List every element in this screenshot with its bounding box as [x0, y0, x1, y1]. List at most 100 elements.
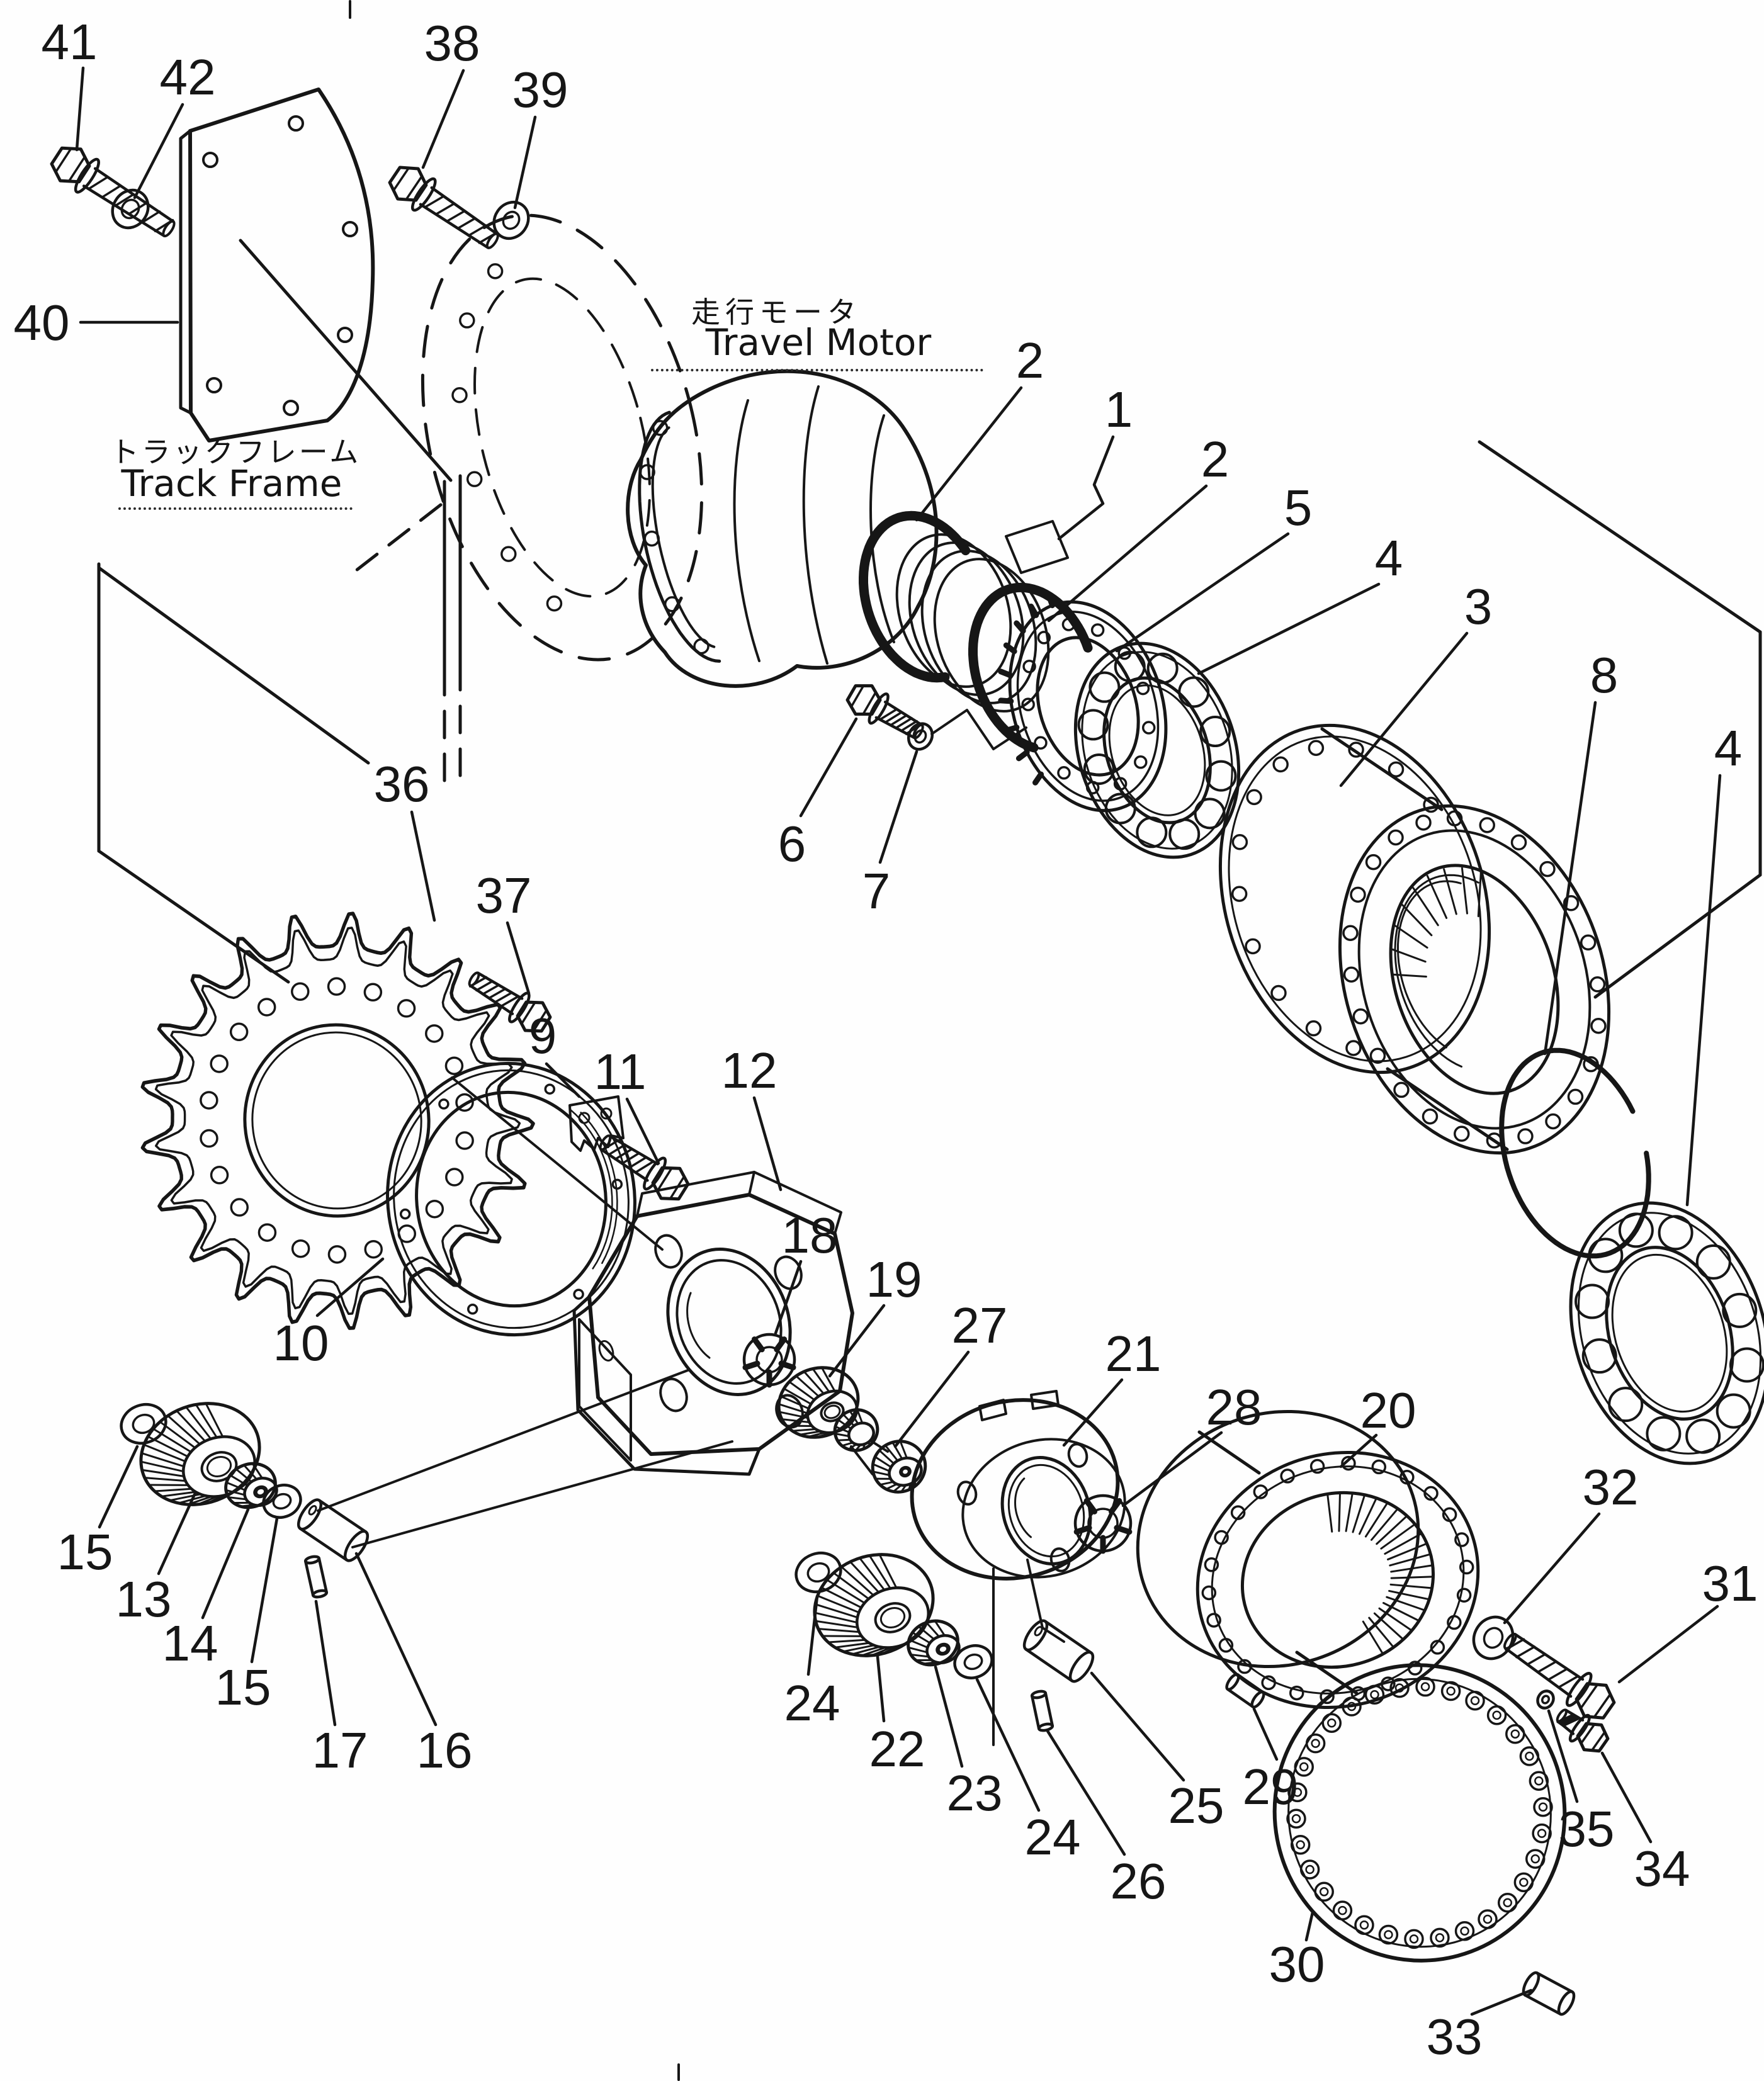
cover-plate-40-hole	[337, 327, 353, 343]
washer-7	[913, 729, 927, 744]
leader-line-36	[410, 810, 436, 922]
leader-line-26	[1046, 1729, 1126, 1856]
o-ring-35	[1541, 1695, 1551, 1705]
carrier-12-side-hole	[598, 1340, 614, 1362]
part-number-35-42: 35	[1559, 1801, 1615, 1857]
bearing-4-second-outer2	[1577, 1212, 1762, 1455]
leader-line-31	[1617, 1604, 1719, 1684]
hub-3-front-holes	[1580, 934, 1597, 951]
hub-3-back-holes	[1308, 740, 1325, 756]
travel-motor-contour	[869, 414, 895, 643]
carrier-21-notch	[978, 1399, 1007, 1421]
bearing-4-first-balls	[1205, 760, 1237, 792]
part-number-34-43: 34	[1634, 1841, 1690, 1897]
cover-plate-40-hole	[206, 377, 222, 393]
hub-3-front-holes	[1342, 925, 1359, 942]
part-number-36-15: 36	[374, 756, 430, 812]
bolt-41	[50, 146, 176, 238]
cover-30-rivets	[1296, 1840, 1305, 1849]
needle-bearing-23	[925, 1634, 961, 1664]
hub-3-spline-hatch	[1401, 904, 1433, 937]
part-number-15-27: 15	[57, 1524, 113, 1580]
leader-line-17	[314, 1599, 337, 1727]
leader-line-5	[1115, 532, 1290, 653]
track-frame-label-en: Track Frame	[121, 462, 342, 505]
cover-30-rivets	[1446, 1686, 1456, 1696]
leader-line-34	[1600, 1751, 1653, 1844]
cover-30-rivets	[1370, 1689, 1379, 1700]
pin-17	[303, 1555, 329, 1599]
leader-line-39	[513, 115, 537, 210]
hub-3-spline-hatch	[1412, 887, 1439, 927]
part-number-2-7: 2	[1201, 431, 1230, 487]
ring-gear-20-holes	[1407, 1661, 1423, 1676]
cover-30-rivets	[1404, 1929, 1424, 1949]
cover-plate-40-hole	[283, 400, 299, 416]
ring-gear-5-holes	[1057, 766, 1071, 780]
hub-3-front-holes	[1454, 1125, 1470, 1142]
cover-30-rivets	[1291, 1814, 1301, 1824]
track-frame-corner-dash	[354, 503, 443, 572]
carrier-12-bore2	[676, 1259, 783, 1385]
leader-line-33	[1470, 1988, 1533, 2016]
cover-30-rivets	[1305, 1864, 1315, 1875]
ring-gear-20-holes	[1261, 1675, 1276, 1691]
bolt-37	[468, 971, 552, 1033]
frame-bracket-right-diagonal-2	[1593, 873, 1762, 999]
motor-opening-holes	[451, 387, 468, 403]
part-number-27-23: 27	[952, 1297, 1008, 1353]
hub-3-front-holes	[1365, 854, 1382, 871]
part-number-18-21: 18	[782, 1207, 838, 1263]
sprocket-36-bolt-holes	[444, 1056, 464, 1075]
part-number-10-20: 10	[273, 1315, 329, 1371]
ring-gear-20-holes	[1320, 1689, 1335, 1705]
travel-motor-flange-holes	[643, 530, 660, 547]
sprocket-36-bolt-holes	[257, 998, 276, 1017]
ring-gear-20-teeth	[1389, 1583, 1432, 1589]
cover-plate-40-edge	[179, 129, 193, 415]
ring-gear-20-teeth	[1371, 1508, 1398, 1541]
bearing-4-first-balls	[1146, 652, 1179, 684]
shaft-27-gear	[888, 1457, 923, 1487]
washer-32	[1472, 1615, 1515, 1661]
ring-10-inner-arc	[570, 1108, 613, 1270]
travel-motor-flange	[638, 410, 721, 663]
pin-assembly-leader	[317, 1368, 691, 1512]
hub-3-back-holes	[1270, 984, 1287, 1001]
sprocket-36-bolt-holes	[327, 1245, 347, 1264]
track-frame-edge	[239, 239, 453, 482]
sprocket-36-bore2	[251, 1031, 422, 1210]
lock-washer-18	[774, 1336, 788, 1353]
cover-30-rivets	[1530, 1854, 1540, 1864]
ring-gear-5-pegs	[998, 668, 1014, 679]
cover-30-rivets	[1440, 1681, 1461, 1701]
travel-motor-flange-holes	[664, 596, 681, 612]
hub-3-back-holes	[1423, 796, 1439, 813]
ring-gear-5-pegs	[1015, 749, 1030, 762]
travel-motor-flange-holes	[693, 638, 710, 655]
cover-30-rivets	[1529, 1771, 1549, 1791]
travel-motor-label-ja: 走行モータ	[691, 295, 861, 329]
frame-bracket-left-diagonal-1	[97, 566, 370, 765]
cover-30-rivets	[1533, 1796, 1553, 1817]
part-number-23-35: 23	[947, 1765, 1003, 1821]
ring-gear-5-pegs	[1003, 642, 1017, 655]
part-number-38-2: 38	[424, 15, 480, 71]
travel-motor-flange-inner	[651, 426, 716, 648]
bearing-4-first-outer2	[1081, 651, 1233, 850]
leader-line-24	[975, 1678, 1041, 1812]
part-number-26-37: 26	[1111, 1853, 1167, 1909]
hub-3-spline-hatch	[1426, 874, 1448, 919]
leader-line-18	[774, 1260, 803, 1335]
o-ring-8	[1499, 1047, 1651, 1259]
carrier-12-bore-arc	[686, 1292, 711, 1359]
ring-gear-20-teeth	[1386, 1596, 1425, 1611]
part-number-29-39: 29	[1243, 1759, 1299, 1815]
cover-30-rivets	[1532, 1823, 1552, 1844]
cover-30-rivets	[1409, 1934, 1419, 1944]
hub-3-back-holes	[1345, 1040, 1362, 1056]
ring-gear-20-teeth	[1368, 1616, 1394, 1647]
bearing-4-second-inner	[1605, 1246, 1734, 1421]
ring-gear-20-tangent	[1295, 1650, 1359, 1695]
hub-3-bore-arc	[1394, 874, 1479, 1068]
